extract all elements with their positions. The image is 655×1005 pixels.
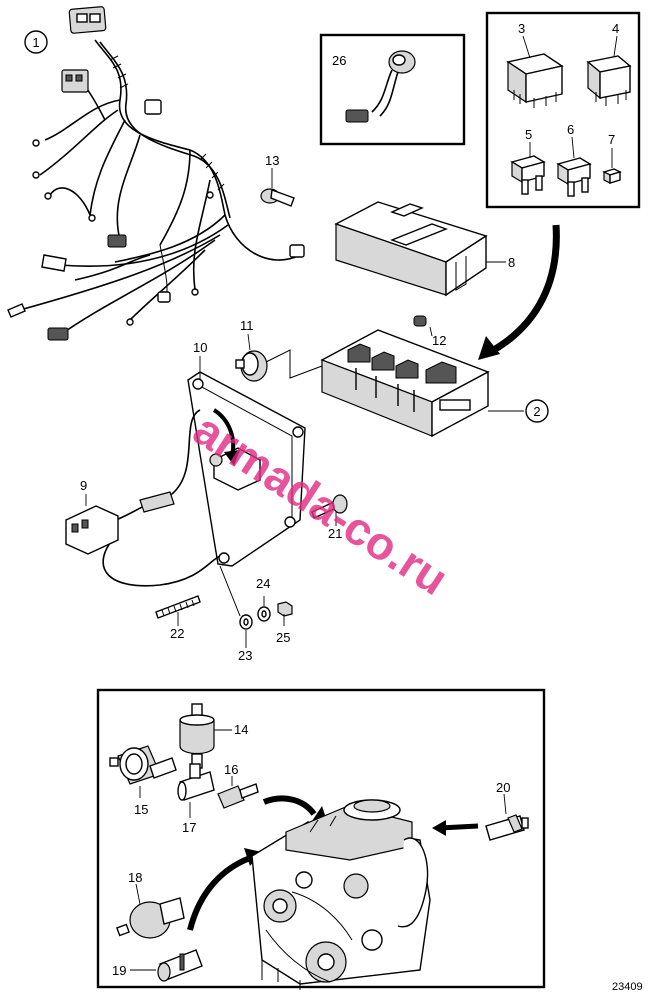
label-9: 9 bbox=[80, 478, 87, 493]
inset-box-26 bbox=[319, 33, 466, 146]
arrow-sender-to-engine bbox=[187, 855, 252, 931]
label-5: 5 bbox=[525, 127, 532, 142]
label-25: 25 bbox=[276, 630, 290, 645]
sender-18 bbox=[116, 897, 185, 939]
label-7: 7 bbox=[608, 132, 615, 147]
temperature-sensor-19 bbox=[157, 949, 203, 982]
label-20: 20 bbox=[496, 780, 510, 795]
callout-circle-1 bbox=[24, 30, 48, 54]
relay-3 bbox=[506, 53, 564, 108]
label-13: 13 bbox=[265, 153, 279, 168]
label-19: 19 bbox=[112, 963, 126, 978]
callout-circle-2 bbox=[525, 399, 549, 423]
label-11: 11 bbox=[240, 318, 254, 333]
pressure-switch-15 bbox=[109, 745, 177, 785]
suppressor-11 bbox=[235, 350, 268, 382]
fusebox-cover-8 bbox=[334, 201, 488, 297]
nut-25 bbox=[277, 601, 293, 617]
fuse-6 bbox=[556, 157, 592, 197]
arrow-head-icon bbox=[224, 450, 240, 466]
wiring-harness bbox=[7, 6, 305, 341]
inset-box-relays-fuses bbox=[485, 11, 641, 209]
label-2: 2 bbox=[533, 404, 540, 419]
label-8: 8 bbox=[508, 255, 515, 270]
nipple-16 bbox=[217, 783, 259, 809]
relay-4 bbox=[586, 55, 632, 106]
arrow-adapter-to-engine bbox=[262, 795, 317, 816]
label-24: 24 bbox=[256, 576, 270, 591]
adapter-17 bbox=[177, 763, 215, 801]
engine-block bbox=[251, 799, 431, 990]
bolt-21 bbox=[311, 494, 348, 519]
connector-9 bbox=[65, 409, 221, 587]
assembly-arrow-box-to-fusebox bbox=[488, 224, 560, 356]
label-17: 17 bbox=[182, 820, 196, 835]
sensor-20 bbox=[485, 814, 529, 841]
reference-number: 23409 bbox=[612, 981, 643, 993]
label-14: 14 bbox=[234, 722, 248, 737]
label-16: 16 bbox=[224, 762, 238, 777]
fuse-5 bbox=[510, 155, 546, 195]
label-3: 3 bbox=[518, 21, 525, 36]
label-1: 1 bbox=[32, 35, 39, 50]
label-15: 15 bbox=[134, 802, 148, 817]
resistor-26 bbox=[345, 50, 416, 123]
arrow-head-icon bbox=[432, 820, 446, 836]
label-26: 26 bbox=[332, 53, 346, 68]
cable-clamp-13 bbox=[260, 168, 295, 207]
label-4: 4 bbox=[612, 21, 619, 36]
inset-box-sensors bbox=[96, 688, 546, 989]
pressure-sender-14 bbox=[179, 703, 215, 769]
label-21: 21 bbox=[328, 526, 342, 541]
label-22: 22 bbox=[170, 626, 184, 641]
fuse-box-2 bbox=[320, 315, 490, 438]
mounting-bracket-10 bbox=[187, 371, 306, 567]
label-6: 6 bbox=[567, 122, 574, 137]
stud-22 bbox=[155, 595, 201, 619]
label-23: 23 bbox=[238, 648, 252, 663]
label-18: 18 bbox=[128, 870, 142, 885]
label-10: 10 bbox=[193, 340, 207, 355]
arrow-head-icon bbox=[478, 336, 500, 360]
fuse-7 bbox=[602, 168, 622, 184]
label-12: 12 bbox=[432, 333, 446, 348]
arrow-sensor-20 bbox=[439, 823, 479, 831]
